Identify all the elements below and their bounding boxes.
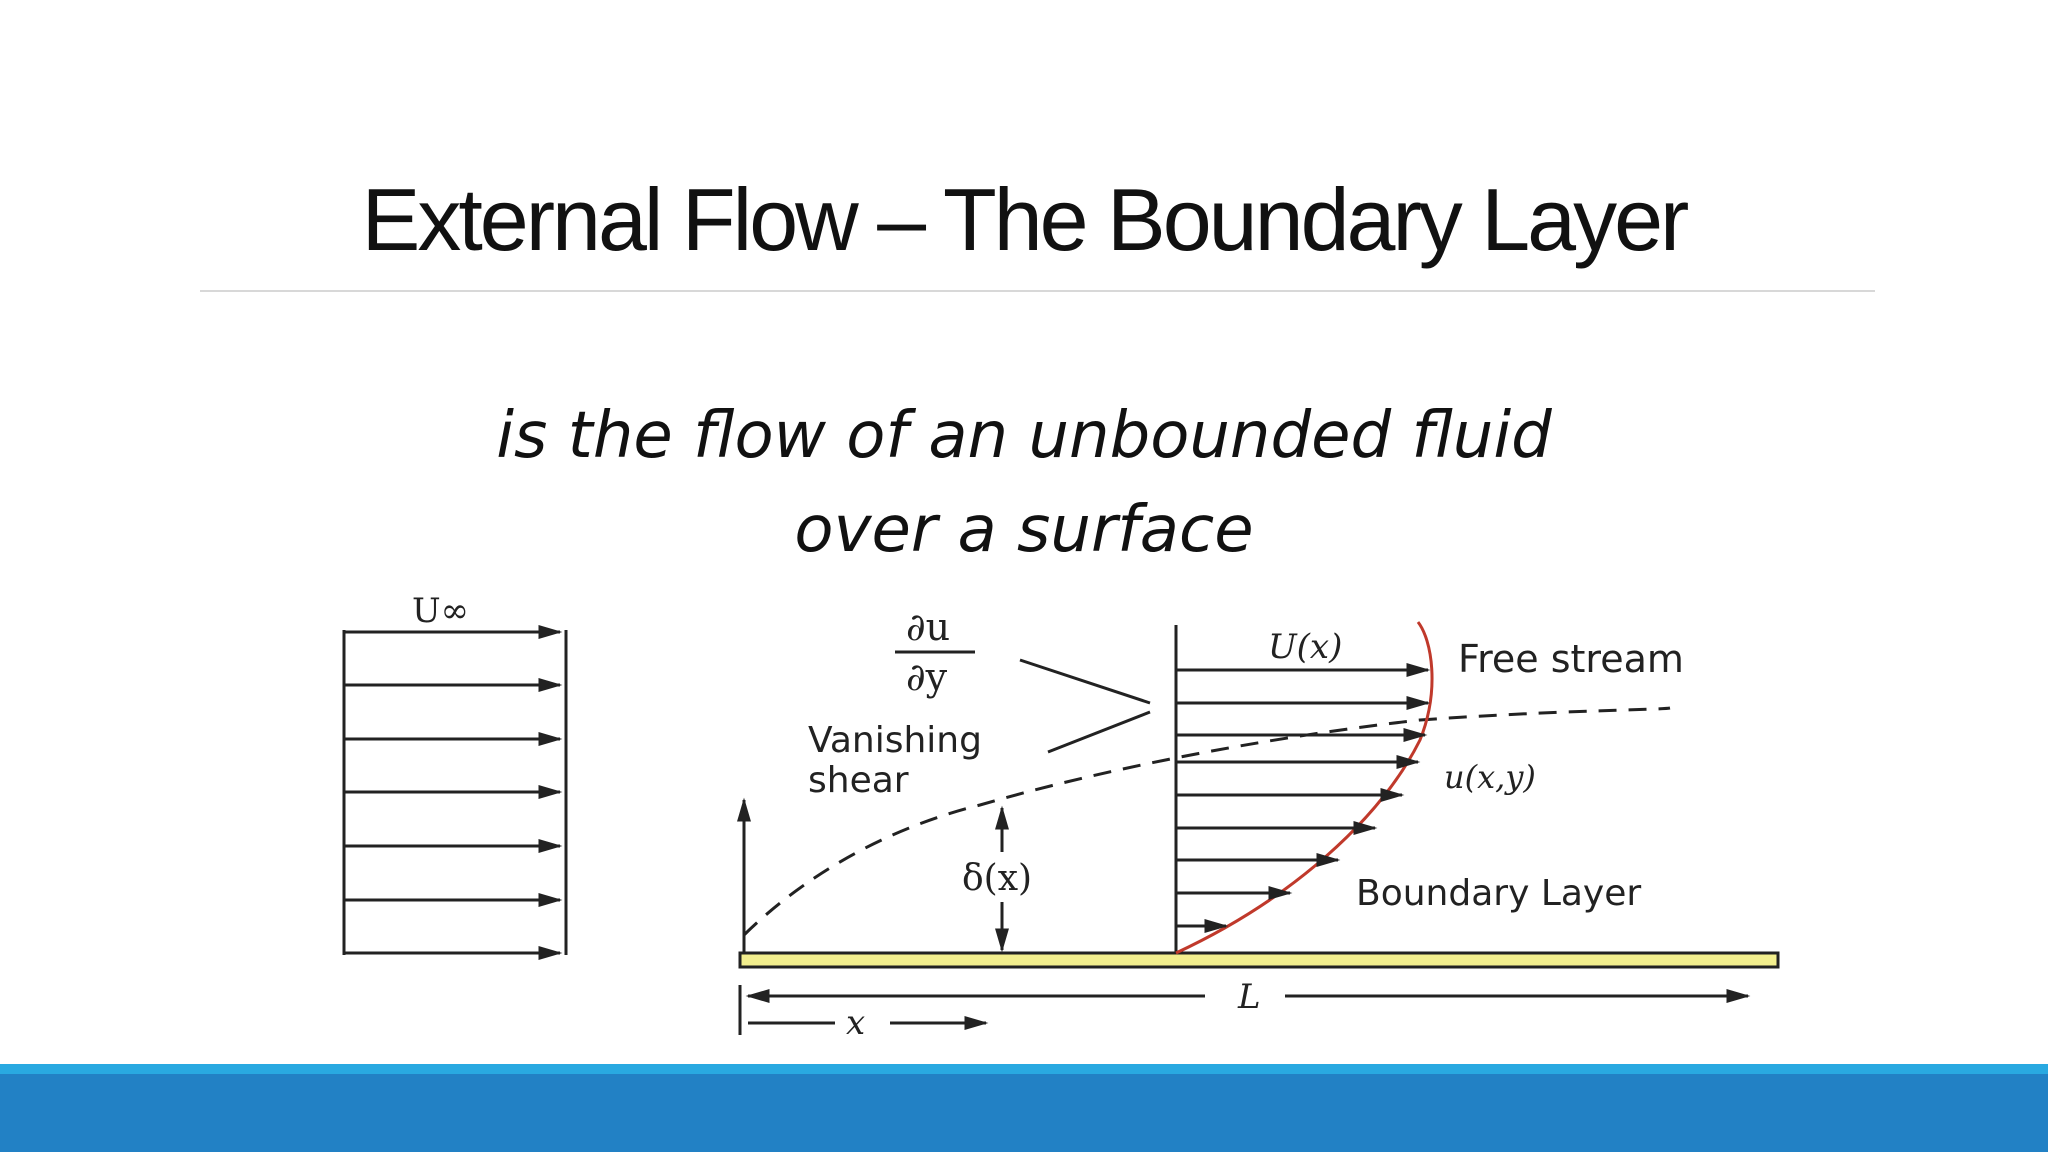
velocity-profile-arrows xyxy=(1176,663,1431,933)
footer-bar xyxy=(0,1074,2048,1152)
free-stream-label: Free stream xyxy=(1458,637,1684,681)
pointer-line xyxy=(1047,710,1151,754)
velocity-profile-curve xyxy=(1175,621,1434,955)
boundary-layer-edge-curve xyxy=(742,706,1671,937)
shear-label: shear xyxy=(808,760,909,801)
vanishing-label: Vanishing xyxy=(808,720,982,761)
footer-accent-line xyxy=(0,1064,2048,1074)
uniform-flow-profile xyxy=(342,625,568,960)
slide-title: External Flow – The Boundary Layer xyxy=(361,170,1690,269)
U-x-label: U(x) xyxy=(1268,627,1342,667)
title-divider xyxy=(200,290,1875,292)
delta-label-bg xyxy=(955,852,1055,902)
flat-plate xyxy=(738,951,1780,969)
subtitle-line-1: is the flow of an unbounded fluid xyxy=(496,399,1552,473)
L-label: L xyxy=(1237,977,1261,1017)
du-label: ∂u xyxy=(906,605,950,649)
u-xy-label: u(x,y) xyxy=(1444,758,1536,796)
x-label: x xyxy=(846,1003,865,1043)
delta-x-label: δ(x) xyxy=(962,858,1032,899)
u-infinity-label: U∞ xyxy=(412,591,469,631)
boundary-layer-label: Boundary Layer xyxy=(1356,873,1641,914)
dy-label: ∂y xyxy=(906,655,948,699)
pointer-line xyxy=(1019,658,1151,705)
shear-pointer-lines xyxy=(1019,658,1151,754)
subtitle-line-2: over a surface xyxy=(794,493,1254,567)
